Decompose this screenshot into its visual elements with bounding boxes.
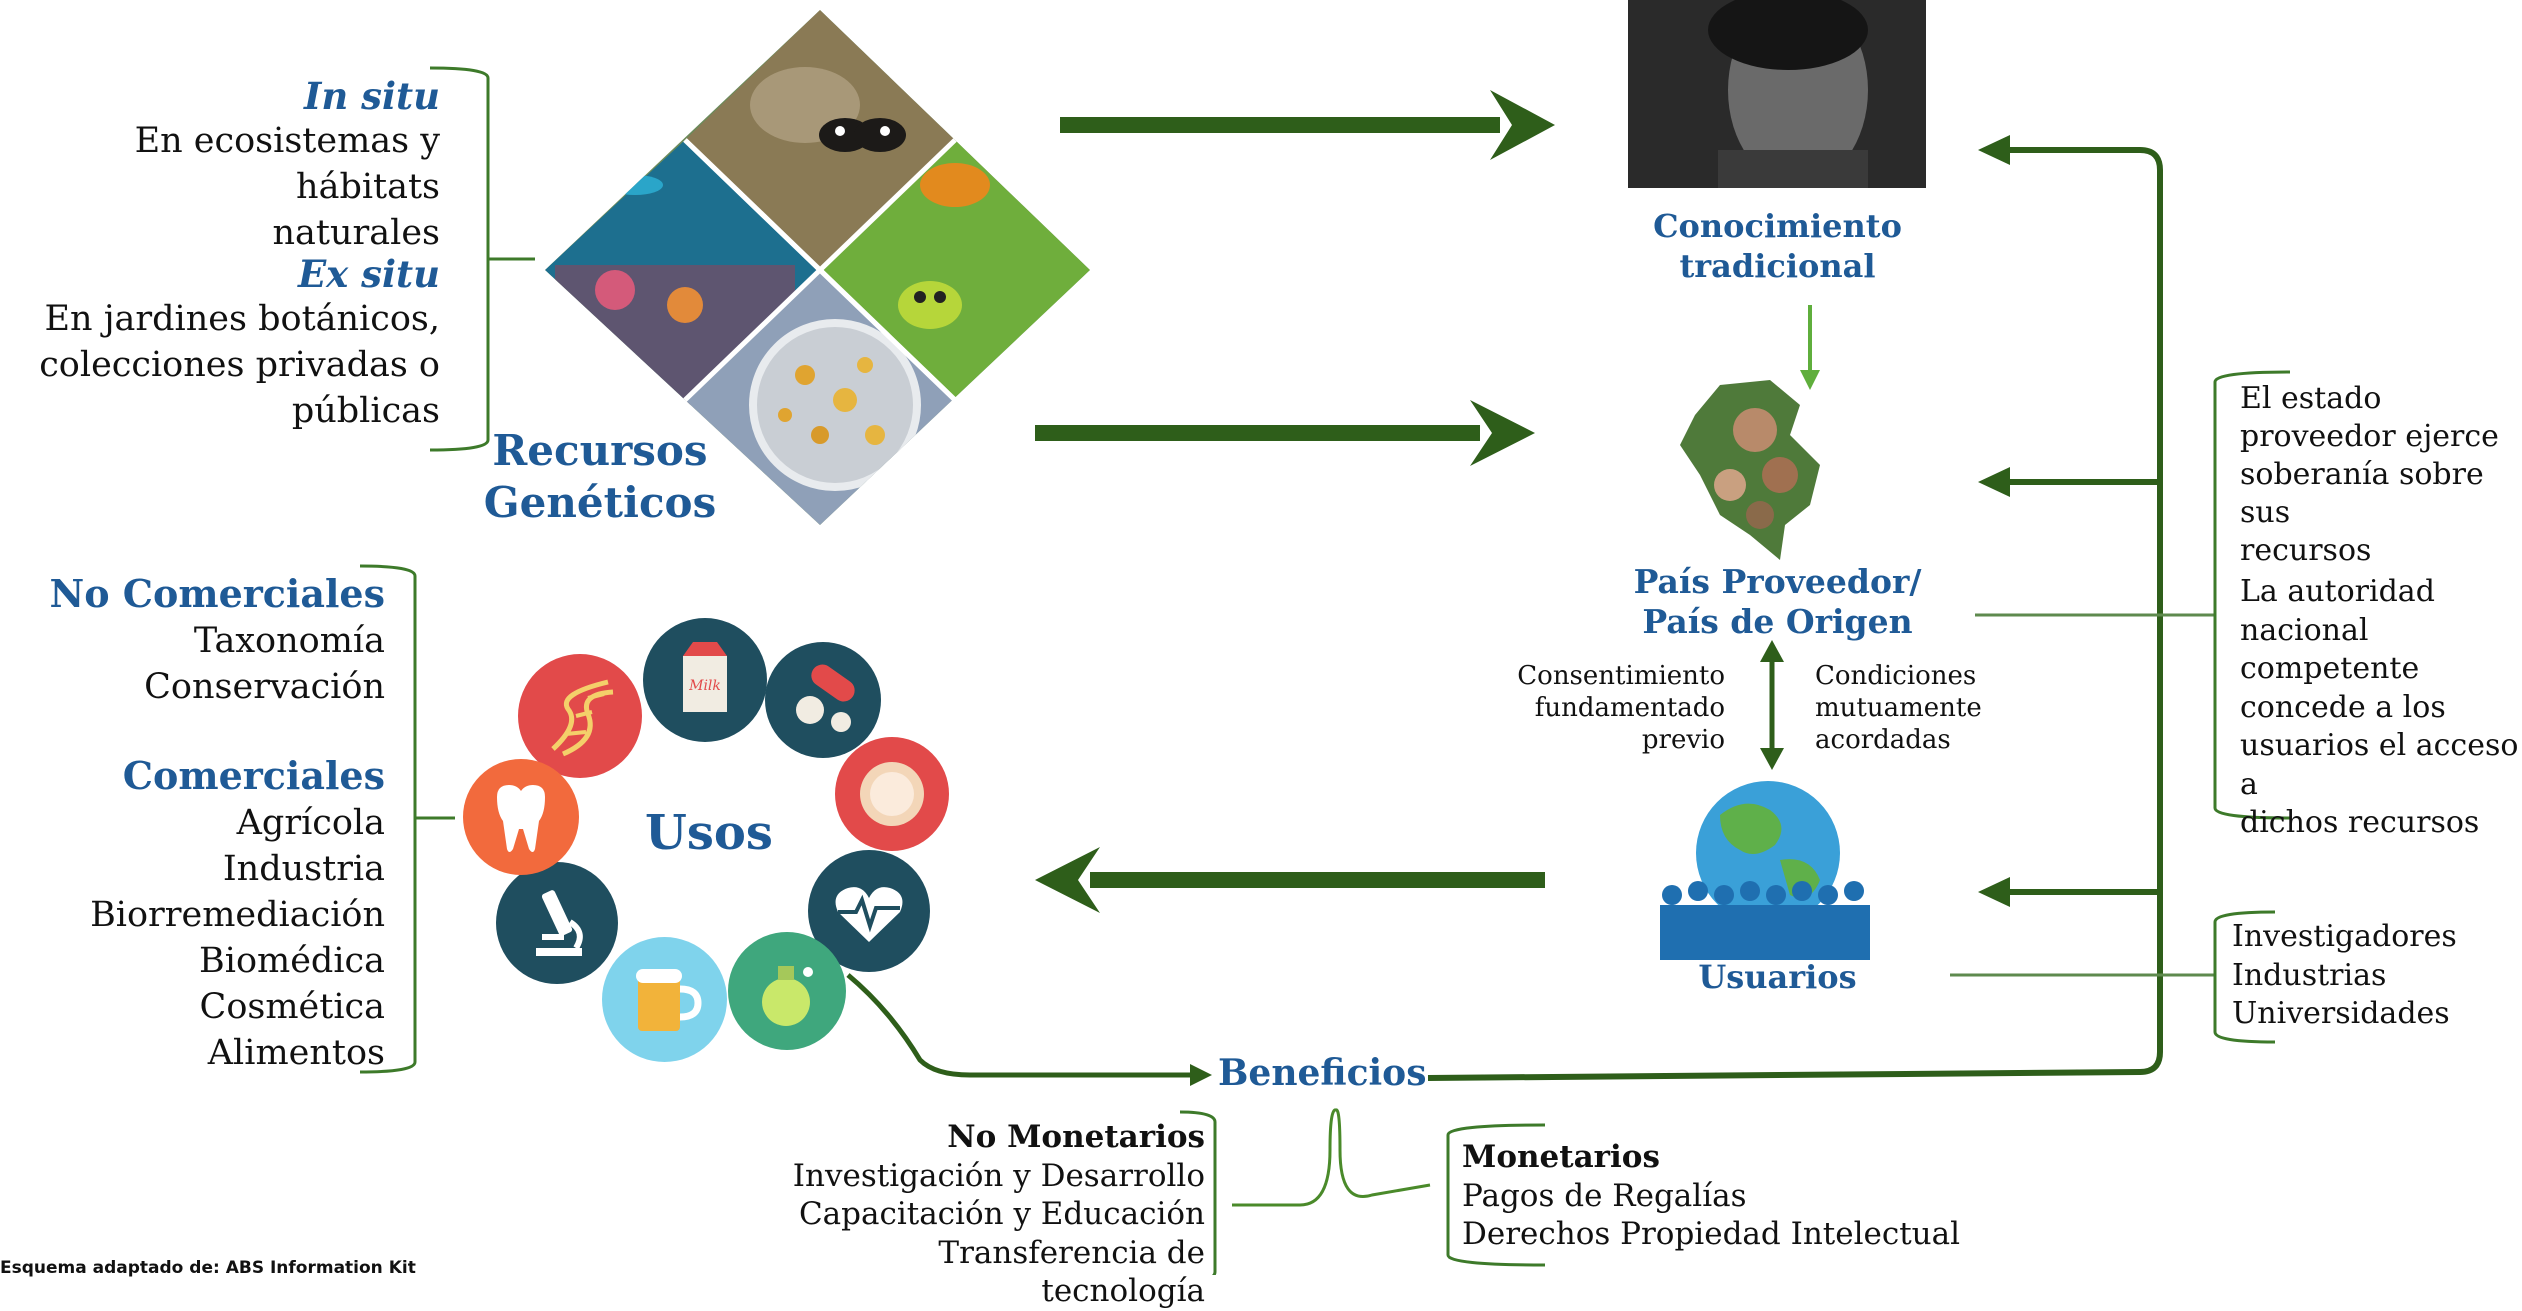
autoridad-line-1: La autoridad	[2240, 574, 2435, 609]
monetarios-block: Monetarios Pagos de Regalías Derechos Pr…	[1462, 1138, 1962, 1254]
traditional-knowledge-portrait	[1628, 0, 1926, 188]
beer-mug-icon	[602, 937, 727, 1062]
no-monetarios-title: No Monetarios	[947, 1119, 1205, 1155]
usos-item: Biorremediación	[90, 895, 385, 935]
genetic-resources-collage	[545, 10, 1090, 525]
autoridad-line-2: nacional	[2240, 612, 2369, 648]
in-situ-block: In situ En ecosistemas y hábitats natura…	[0, 74, 440, 256]
monetarios-title: Monetarios	[1462, 1139, 1660, 1175]
estado-text: El estado proveedor ejerce soberanía sob…	[2240, 380, 2522, 570]
usos-item: Conservación	[144, 667, 385, 707]
condiciones-line-1: Condiciones	[1815, 661, 1977, 691]
usuarios-item: Industrias	[2232, 957, 2387, 993]
conocimiento-line-1: Conocimiento	[1653, 207, 1902, 245]
arrow-recursos-to-pais	[1035, 400, 1535, 466]
usos-item: Industria	[222, 849, 385, 889]
double-arrow-pais-usuarios	[1760, 640, 1784, 770]
recursos-line-2: Genéticos	[483, 478, 717, 527]
in-situ-title: In situ	[304, 74, 440, 118]
butterfly-icon	[819, 118, 906, 152]
monetarios-item: Pagos de Regalías	[1462, 1177, 1747, 1214]
pais-line-2: País de Origen	[1642, 602, 1913, 641]
pills-icon	[765, 642, 881, 758]
milk-label: Milk	[688, 678, 721, 694]
consentimiento-line-1: Consentimiento	[1517, 661, 1725, 691]
usos-item: Cosmética	[199, 987, 385, 1027]
connector-lines	[359, 66, 2291, 1275]
in-situ-line-1: En ecosistemas y hábitats	[134, 121, 440, 207]
conocimiento-line-2: tradicional	[1679, 247, 1876, 285]
condiciones-label: Condiciones mutuamente acordadas	[1815, 660, 2035, 756]
no-monetarios-item: Capacitación y Educación	[798, 1196, 1205, 1232]
usos-list: No Comerciales Taxonomía Conservación Co…	[0, 570, 385, 1076]
comerciales-title: Comerciales	[122, 753, 385, 798]
autoridad-line-6: dichos recursos	[2240, 805, 2480, 840]
monetarios-item: Derechos Propiedad Intelectual	[1462, 1216, 1961, 1252]
arrow-recursos-to-conocimiento	[1060, 90, 1555, 160]
users-globe-icon	[1660, 781, 1870, 960]
ex-situ-line-1: En jardines botánicos,	[44, 299, 440, 339]
usuarios-item: Investigadores	[2232, 919, 2457, 954]
no-monetarios-item: Transferencia de tecnología	[938, 1234, 1205, 1310]
condiciones-line-2: mutuamente	[1815, 693, 1982, 723]
recursos-geneticos-label: Recursos Genéticos	[470, 425, 730, 529]
colombia-map-collage	[1680, 380, 1820, 560]
usos-item: Biomédica	[199, 941, 385, 981]
beneficios-label: Beneficios	[1218, 1052, 1427, 1094]
autoridad-text: La autoridad nacional competente concede…	[2240, 573, 2522, 843]
pais-line-1: País Proveedor/	[1633, 562, 1922, 601]
source-note: Esquema adaptado de: ABS Information Kit	[0, 1258, 416, 1278]
consentimiento-line-3: previo	[1641, 725, 1725, 755]
autoridad-line-5: usuarios el acceso a	[2240, 728, 2519, 802]
conocimiento-label: Conocimiento tradicional	[1600, 206, 1955, 286]
dna-icon	[518, 654, 642, 778]
estado-line-1: El estado	[2240, 381, 2382, 416]
arrow-conocimiento-to-pais	[1800, 305, 1820, 390]
no-monetarios-block: No Monetarios Investigación y Desarrollo…	[780, 1118, 1205, 1311]
autoridad-line-3: competente	[2240, 651, 2420, 686]
estado-line-2: proveedor ejerce	[2240, 419, 2499, 454]
ex-situ-line-2: colecciones privadas o	[39, 345, 440, 385]
in-situ-line-2: naturales	[272, 213, 440, 253]
condiciones-line-3: acordadas	[1815, 725, 1951, 755]
usos-item: Taxonomía	[193, 621, 385, 661]
consentimiento-line-2: fundamentado	[1534, 693, 1725, 723]
usos-item: Agrícola	[236, 803, 385, 843]
perfume-icon	[728, 932, 846, 1050]
arrow-usuarios-to-usos	[1035, 847, 1545, 913]
ex-situ-block: Ex situ En jardines botánicos, coleccion…	[0, 252, 440, 434]
usuarios-item: Universidades	[2232, 996, 2450, 1031]
estado-line-3: soberanía sobre sus	[2240, 457, 2484, 530]
tooth-icon	[463, 759, 579, 875]
estado-line-4: recursos	[2240, 533, 2372, 568]
usos-item: Alimentos	[207, 1033, 385, 1073]
usuarios-label: Usuarios	[1698, 958, 1857, 996]
ex-situ-title: Ex situ	[297, 252, 440, 296]
no-comerciales-title: No Comerciales	[49, 571, 385, 616]
no-monetarios-item: Investigación y Desarrollo	[792, 1157, 1205, 1194]
consentimiento-label: Consentimiento fundamentado previo	[1480, 660, 1725, 756]
pais-label: País Proveedor/ País de Origen	[1600, 562, 1955, 642]
microscope-icon	[496, 862, 618, 984]
milk-carton-icon: Milk	[643, 618, 767, 742]
compact-powder-icon	[835, 737, 949, 851]
recursos-line-1: Recursos	[492, 426, 708, 475]
autoridad-line-4: concede a los	[2240, 689, 2446, 725]
usuarios-list: Investigadores Industrias Universidades	[2232, 918, 2522, 1034]
feedback-loop	[1427, 147, 2163, 1081]
usos-label: Usos	[645, 805, 773, 861]
ex-situ-line-3: públicas	[291, 391, 440, 431]
